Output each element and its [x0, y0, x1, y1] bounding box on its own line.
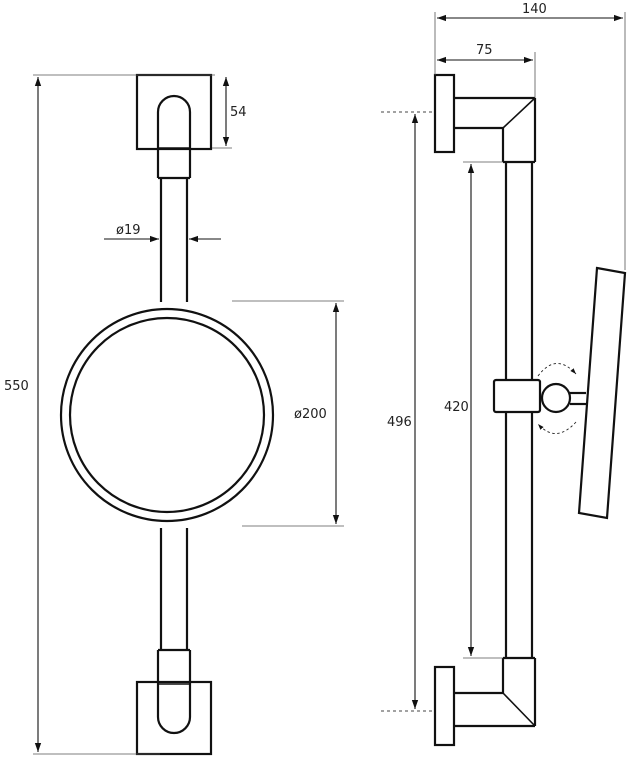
mirror-front — [59, 307, 275, 523]
side-bottom-mount — [433, 656, 537, 747]
dim-overall-height: 550 — [4, 74, 215, 755]
slide-rail — [504, 162, 534, 658]
dim-label-d19: ø19 — [116, 223, 141, 238]
dim-mount-spacing: 496 — [381, 111, 435, 712]
dim-rod-diameter: ø19 — [104, 223, 221, 243]
slider-assembly — [492, 266, 627, 520]
dim-slide-height: 420 — [444, 161, 503, 659]
dim-label-d200: ø200 — [294, 407, 327, 422]
dim-total-depth: 140 — [434, 2, 626, 270]
dim-label-54: 54 — [230, 105, 247, 120]
rotation-arrows — [537, 363, 577, 434]
side-top-mount — [433, 73, 537, 164]
dim-label-420: 420 — [444, 400, 469, 415]
top-wall-bracket — [135, 73, 213, 178]
front-view: 550 54 ø19 ø200 — [4, 73, 344, 756]
dim-label-550: 550 — [4, 379, 29, 394]
dim-bracket-depth: 75 — [437, 43, 536, 98]
lower-rod — [158, 528, 190, 652]
dim-label-75: 75 — [476, 43, 493, 58]
mirror-side-edge — [577, 266, 627, 520]
upper-rod — [158, 176, 190, 302]
dim-bracket-height: 54 — [212, 77, 247, 149]
dim-mirror-diameter: ø200 — [232, 300, 344, 527]
bottom-wall-bracket — [135, 650, 213, 756]
dim-label-140: 140 — [522, 2, 547, 17]
dim-label-496: 496 — [387, 415, 412, 430]
side-view: 140 75 496 420 — [381, 2, 627, 747]
